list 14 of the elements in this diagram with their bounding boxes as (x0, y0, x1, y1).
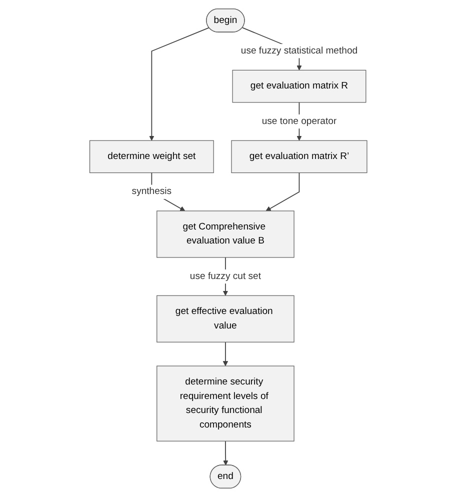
edge-label: use tone operator (262, 116, 337, 126)
arrow (266, 172, 300, 212)
node-box: determine security requirement levels of security functional components (156, 366, 294, 442)
edge-label: use fuzzy cut set (190, 271, 262, 282)
arrow (222, 342, 228, 366)
node-box: determine weight set (90, 140, 214, 174)
edge-label: use fuzzy statistical method (241, 46, 358, 56)
node-box: get evaluation matrix R’ (231, 140, 368, 174)
arrow (149, 27, 210, 141)
arrow (223, 440, 228, 466)
node-box: get Comprehensive evaluation value B (156, 210, 294, 258)
node-box: get effective evaluation value (156, 295, 294, 342)
edge-label: synthesis (132, 186, 172, 197)
node-box: get evaluation matrix R (232, 70, 366, 103)
